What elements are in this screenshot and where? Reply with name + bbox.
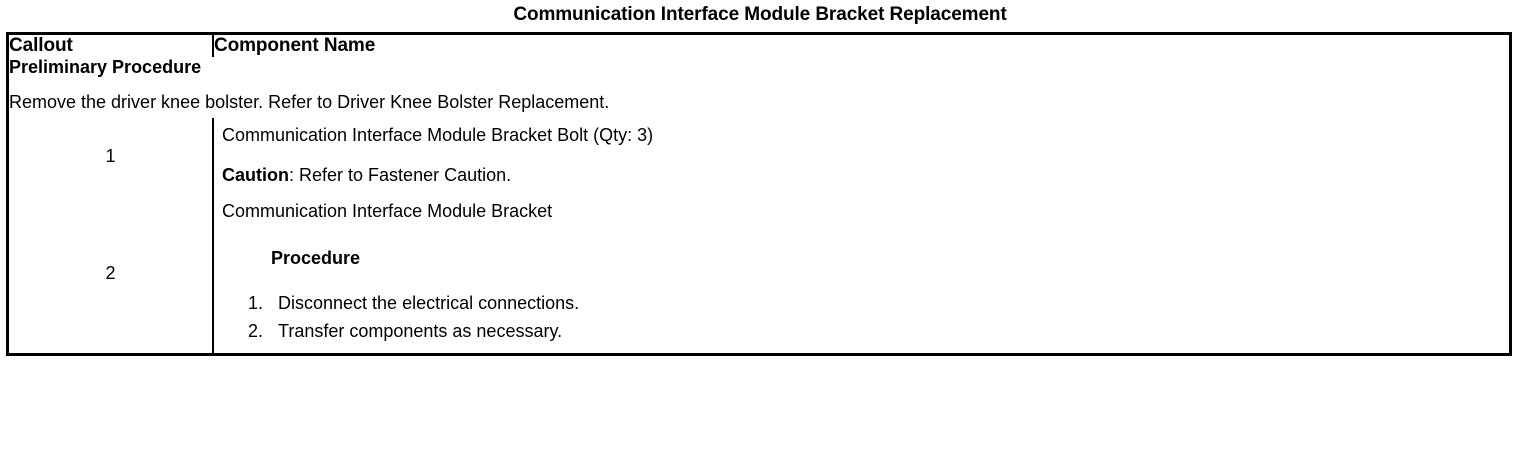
caution-note: Caution: Refer to Fastener Caution. xyxy=(222,165,1503,186)
preliminary-procedure-row: Preliminary Procedure Remove the driver … xyxy=(9,57,1509,118)
table-row: 2 Communication Interface Module Bracket… xyxy=(9,194,1509,353)
table-row: 1 Communication Interface Module Bracket… xyxy=(9,118,1509,194)
column-header-callout: Callout xyxy=(9,35,214,57)
preliminary-procedure-heading: Preliminary Procedure xyxy=(9,57,202,77)
procedure-table-container: Callout Component Name Preliminary Proce… xyxy=(6,32,1512,356)
column-header-component-name: Component Name xyxy=(214,35,376,56)
table-header-row: Callout Component Name xyxy=(9,35,1509,57)
caution-separator: : xyxy=(289,165,300,185)
component-name-text: Communication Interface Module Bracket B… xyxy=(222,125,654,145)
callout-number: 1 xyxy=(9,118,214,194)
caution-text: Refer to Fastener Caution. xyxy=(299,165,512,185)
caution-label: Caution xyxy=(222,165,289,185)
page-title: Communication Interface Module Bracket R… xyxy=(513,4,1007,25)
list-item: Transfer components as necessary. xyxy=(268,317,1503,345)
component-name-cell: Communication Interface Module Bracket P… xyxy=(213,194,1509,353)
list-item: Disconnect the electrical connections. xyxy=(268,289,1503,317)
preliminary-procedure-cell: Preliminary Procedure Remove the driver … xyxy=(9,57,1509,118)
procedure-step-list: Disconnect the electrical connections. T… xyxy=(222,289,1503,345)
procedure-heading: Procedure xyxy=(271,248,361,268)
preliminary-procedure-text: Remove the driver knee bolster. Refer to… xyxy=(9,92,610,112)
procedure-table: Callout Component Name Preliminary Proce… xyxy=(9,35,1509,353)
component-name-cell: Communication Interface Module Bracket B… xyxy=(213,118,1509,194)
callout-number: 2 xyxy=(9,194,214,353)
component-name-text: Communication Interface Module Bracket xyxy=(222,201,553,221)
